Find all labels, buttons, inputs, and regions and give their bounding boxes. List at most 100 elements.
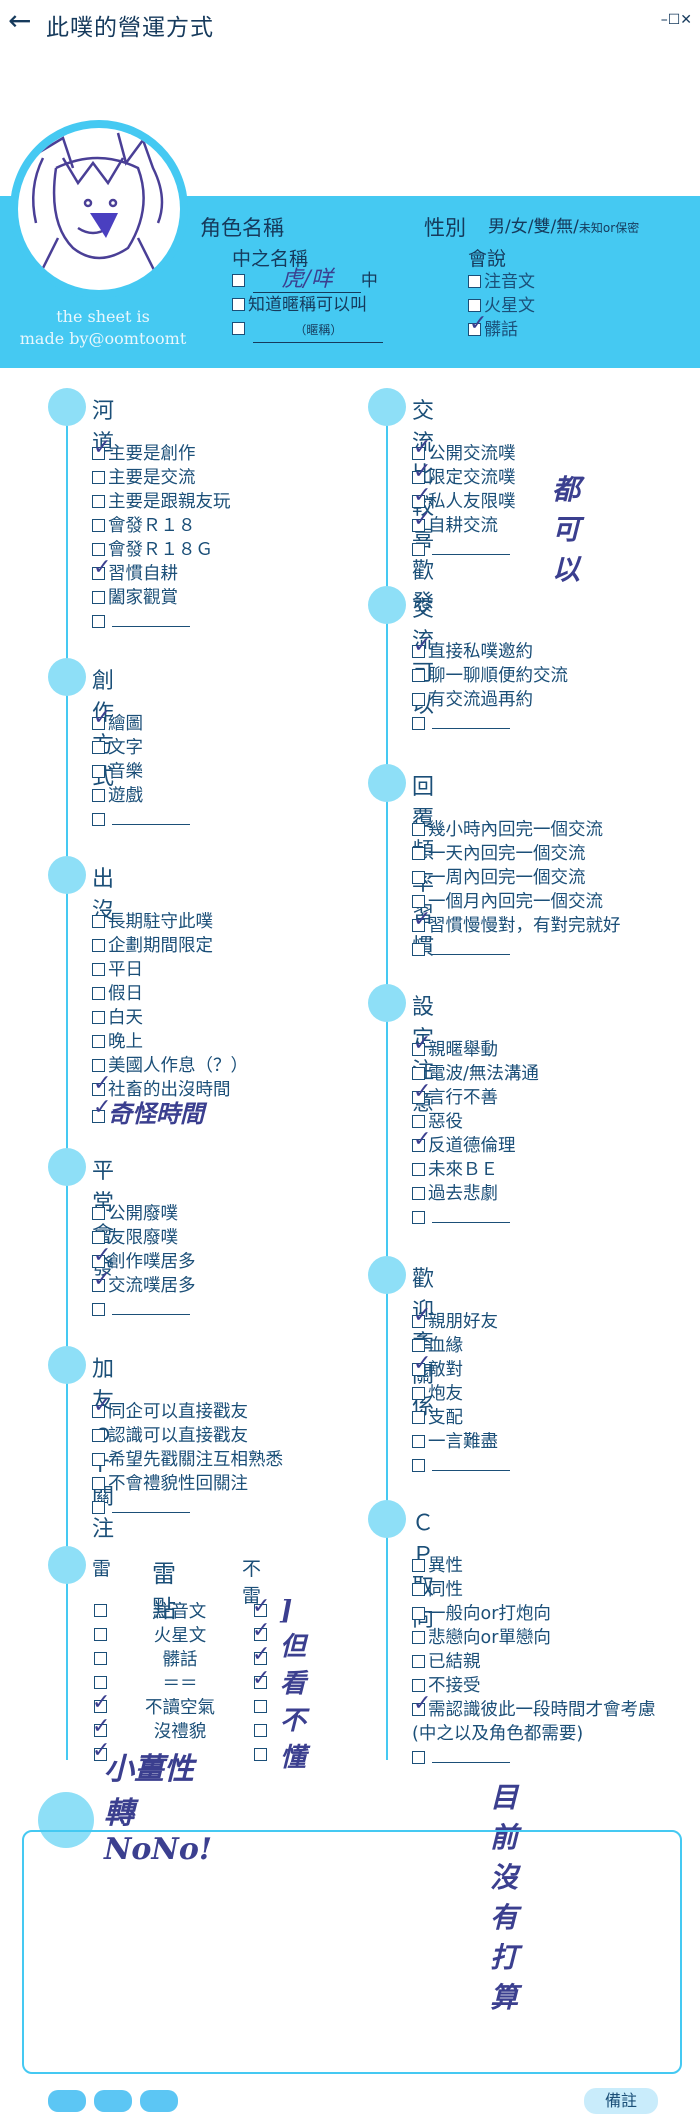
checkbox-thunder[interactable] <box>94 1700 107 1713</box>
checklist-item[interactable]: ✓需認識彼此一段時間才會考慮 <box>412 1692 656 1722</box>
checklist-item[interactable] <box>412 938 621 962</box>
checkbox[interactable] <box>92 1083 105 1096</box>
checklist-item[interactable]: 主要是交流 <box>92 466 231 490</box>
checklist-item[interactable]: ✓社畜的出沒時間 <box>92 1072 248 1102</box>
checkbox[interactable] <box>92 1429 105 1442</box>
checklist-item[interactable]: ✓公開交流噗 <box>412 436 516 466</box>
checkbox[interactable] <box>412 543 425 556</box>
checklist-item[interactable]: 友限廢噗 <box>92 1226 196 1250</box>
blank-line[interactable] <box>432 1208 510 1223</box>
checklist-item[interactable]: 音樂 <box>92 760 190 784</box>
checkbox[interactable] <box>92 1207 105 1220</box>
checkbox[interactable] <box>92 765 105 778</box>
checkbox[interactable] <box>92 1453 105 1466</box>
checkbox[interactable] <box>468 275 481 288</box>
checklist-item[interactable]: 會發Ｒ１８ <box>92 514 231 538</box>
checkbox[interactable] <box>232 322 245 335</box>
checklist-item[interactable] <box>92 610 231 634</box>
checklist-item[interactable]: 平日 <box>92 958 248 982</box>
nickname-row[interactable]: （暱稱） <box>232 318 384 343</box>
checklist-item[interactable] <box>412 1746 656 1770</box>
checklist-item[interactable]: 惡役 <box>412 1110 539 1134</box>
checkbox[interactable] <box>412 471 425 484</box>
checklist-item[interactable]: 文字 <box>92 736 190 760</box>
back-arrow-icon[interactable]: ← <box>8 4 32 37</box>
checklist-item[interactable]: 不會禮貌性回關注 <box>92 1472 283 1496</box>
checkbox[interactable] <box>412 1315 425 1328</box>
checklist-item[interactable]: 一般向or打炮向 <box>412 1602 656 1626</box>
checklist-item[interactable]: 血緣 <box>412 1334 510 1358</box>
checkbox-thunder[interactable] <box>94 1628 107 1641</box>
checkbox[interactable] <box>412 1115 425 1128</box>
checkbox[interactable] <box>412 1339 425 1352</box>
checkbox[interactable] <box>412 495 425 508</box>
checklist-item[interactable] <box>412 712 568 736</box>
checkbox-thunder[interactable] <box>94 1724 107 1737</box>
checkbox[interactable] <box>412 1387 425 1400</box>
checkbox[interactable] <box>232 274 245 287</box>
checkbox[interactable] <box>92 1255 105 1268</box>
checklist-item[interactable]: ✓習慣慢慢對，有對完就好 <box>412 908 621 938</box>
checkbox[interactable] <box>92 915 105 928</box>
checkbox[interactable] <box>92 1501 105 1514</box>
checklist-item[interactable] <box>92 1496 283 1520</box>
checklist-item[interactable]: ✓敵對 <box>412 1352 510 1382</box>
checklist-item[interactable]: ✓奇怪時間 <box>92 1096 248 1129</box>
checklist-item[interactable] <box>412 1454 510 1478</box>
checklist-item[interactable]: 同性 <box>412 1578 656 1602</box>
checkbox-not-thunder[interactable] <box>254 1628 267 1641</box>
checkbox[interactable] <box>92 939 105 952</box>
window-controls[interactable]: –☐✕ <box>660 12 692 28</box>
checklist-item[interactable]: 過去悲劇 <box>412 1182 539 1206</box>
checklist-item[interactable]: ✓自耕交流 <box>412 508 516 538</box>
checklist-item[interactable]: 主要是跟親友玩 <box>92 490 231 514</box>
checkbox[interactable] <box>412 1655 425 1668</box>
checkbox[interactable] <box>412 1043 425 1056</box>
checkbox[interactable] <box>412 1631 425 1644</box>
checklist-item[interactable]: 一周內回完一個交流 <box>412 866 621 890</box>
checkbox[interactable] <box>92 1011 105 1024</box>
checklist-item[interactable]: 公開廢噗 <box>92 1202 196 1226</box>
checklist-item[interactable]: ✓言行不善 <box>412 1080 539 1110</box>
checkbox[interactable] <box>412 1211 425 1224</box>
checkbox[interactable] <box>412 1363 425 1376</box>
blank-line[interactable] <box>112 1300 190 1315</box>
checklist-item[interactable]: 有交流過再約 <box>412 688 568 712</box>
checklist-item[interactable]: ✓習慣自耕 <box>92 556 231 586</box>
checkbox[interactable] <box>412 669 425 682</box>
checkbox[interactable] <box>412 1435 425 1448</box>
checkbox[interactable] <box>92 1059 105 1072</box>
footer-pill-3[interactable] <box>140 2090 178 2112</box>
checkbox[interactable] <box>92 1110 105 1123</box>
checklist-item[interactable]: 異性 <box>412 1554 656 1578</box>
blank-line[interactable] <box>432 1748 510 1763</box>
checkbox-not-thunder[interactable] <box>254 1652 267 1665</box>
footer-pill-1[interactable] <box>48 2090 86 2112</box>
checkbox[interactable] <box>412 447 425 460</box>
note-area[interactable] <box>22 1830 682 2074</box>
checklist-item[interactable]: ✓私人友限噗 <box>412 484 516 514</box>
blank-line[interactable] <box>432 940 510 955</box>
checkbox[interactable] <box>412 895 425 908</box>
checkbox-not-thunder[interactable] <box>254 1724 267 1737</box>
checkbox-not-thunder[interactable] <box>254 1700 267 1713</box>
checklist-item[interactable]: 幾小時內回完一個交流 <box>412 818 621 842</box>
checkbox[interactable] <box>412 717 425 730</box>
checkbox[interactable] <box>92 591 105 604</box>
checkbox-thunder[interactable] <box>94 1676 107 1689</box>
checkbox[interactable] <box>412 1459 425 1472</box>
checkbox-not-thunder[interactable] <box>254 1748 267 1761</box>
checkbox[interactable] <box>92 987 105 1000</box>
checkbox[interactable] <box>92 543 105 556</box>
checklist-item[interactable]: 希望先戳關注互相熟悉 <box>92 1448 283 1472</box>
checklist-item[interactable]: 企劃期間限定 <box>92 934 248 958</box>
checkbox[interactable] <box>412 1163 425 1176</box>
checklist-item[interactable]: 白天 <box>92 1006 248 1030</box>
checklist-item[interactable]: ✓反道德倫理 <box>412 1128 539 1158</box>
checklist-item[interactable]: 闔家觀賞 <box>92 586 231 610</box>
checklist-item[interactable]: 不接受 <box>412 1674 656 1698</box>
checkbox-thunder[interactable] <box>94 1604 107 1617</box>
checkbox[interactable] <box>412 919 425 932</box>
checklist-item[interactable]: ✓限定交流噗 <box>412 460 516 490</box>
checklist-item[interactable]: 注音文 <box>468 270 535 294</box>
